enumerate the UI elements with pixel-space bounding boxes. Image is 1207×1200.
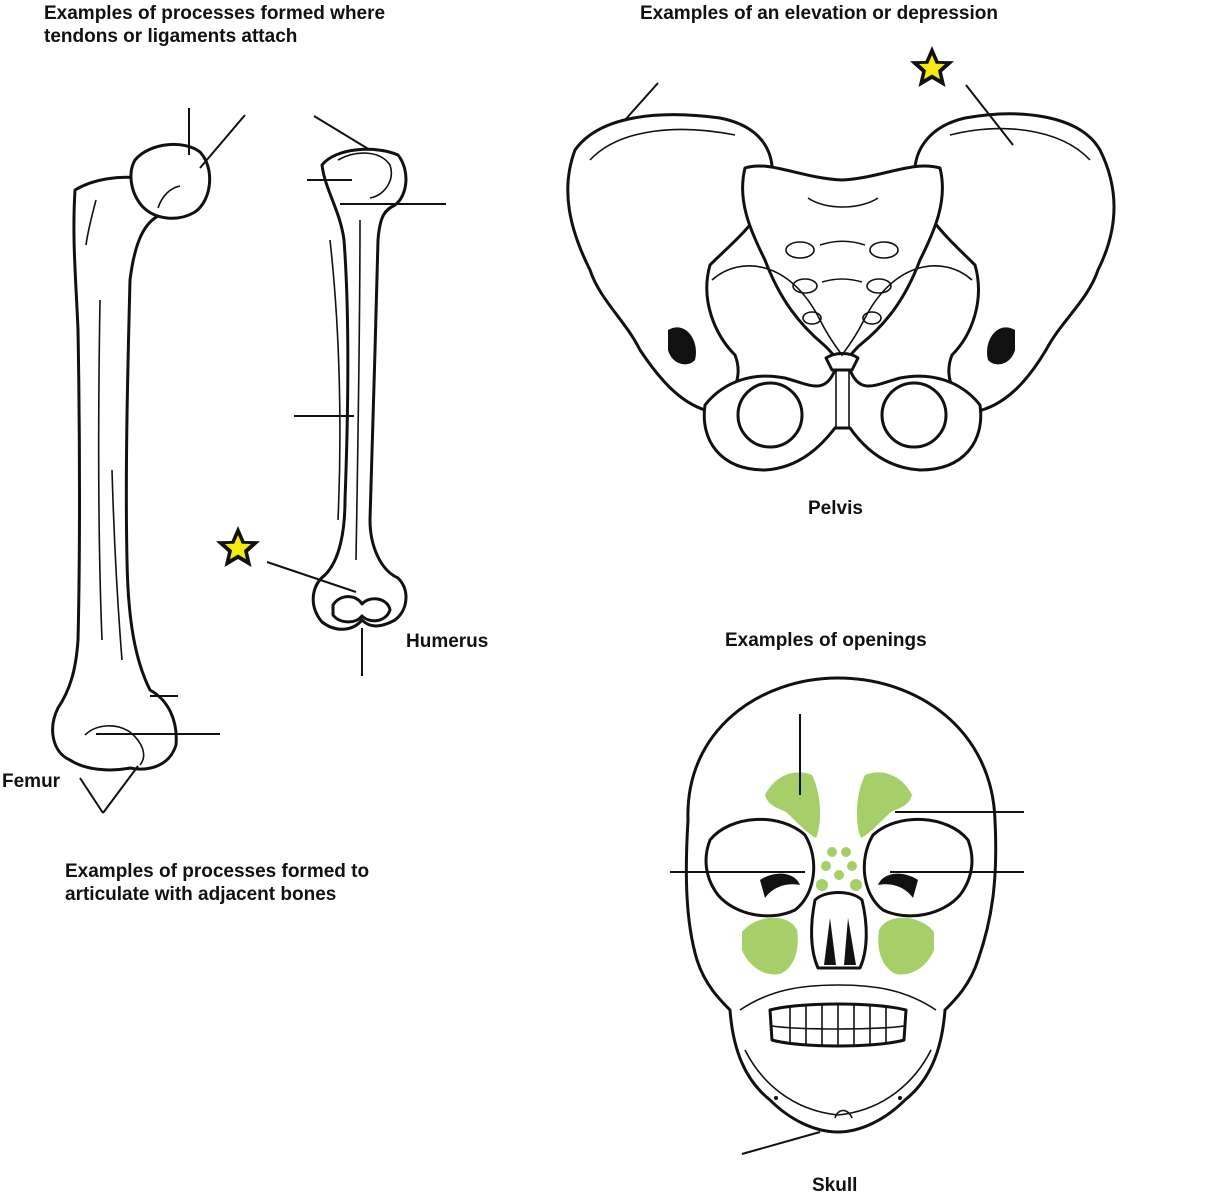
caption-pelvis: Pelvis [808, 498, 863, 519]
caption-femur: Femur [2, 771, 61, 792]
heading-articulate-line-2: articulate with adjacent bones [65, 884, 337, 905]
star-icon [910, 46, 954, 87]
heading-elevation-depression: Examples of an elevation or depression [640, 3, 998, 24]
heading-tendons-line-2: tendons or ligaments attach [44, 26, 298, 47]
heading-articulate-line-1: Examples of processes formed to [65, 861, 370, 882]
heading-articulate: Examples of processes formed to articula… [65, 860, 369, 906]
heading-tendons-line-1: Examples of processes formed where [44, 3, 386, 24]
caption-skull: Skull [812, 1175, 858, 1196]
heading-tendons-attach: Examples of processes formed where tendo… [44, 2, 385, 48]
heading-openings: Examples of openings [725, 630, 927, 651]
femur-illustration [51, 108, 246, 814]
pelvis-illustration [566, 82, 1116, 472]
humerus-illustration [266, 115, 446, 676]
caption-humerus: Humerus [406, 631, 489, 652]
star-icon [216, 526, 260, 567]
skull-illustration [670, 676, 1024, 1155]
